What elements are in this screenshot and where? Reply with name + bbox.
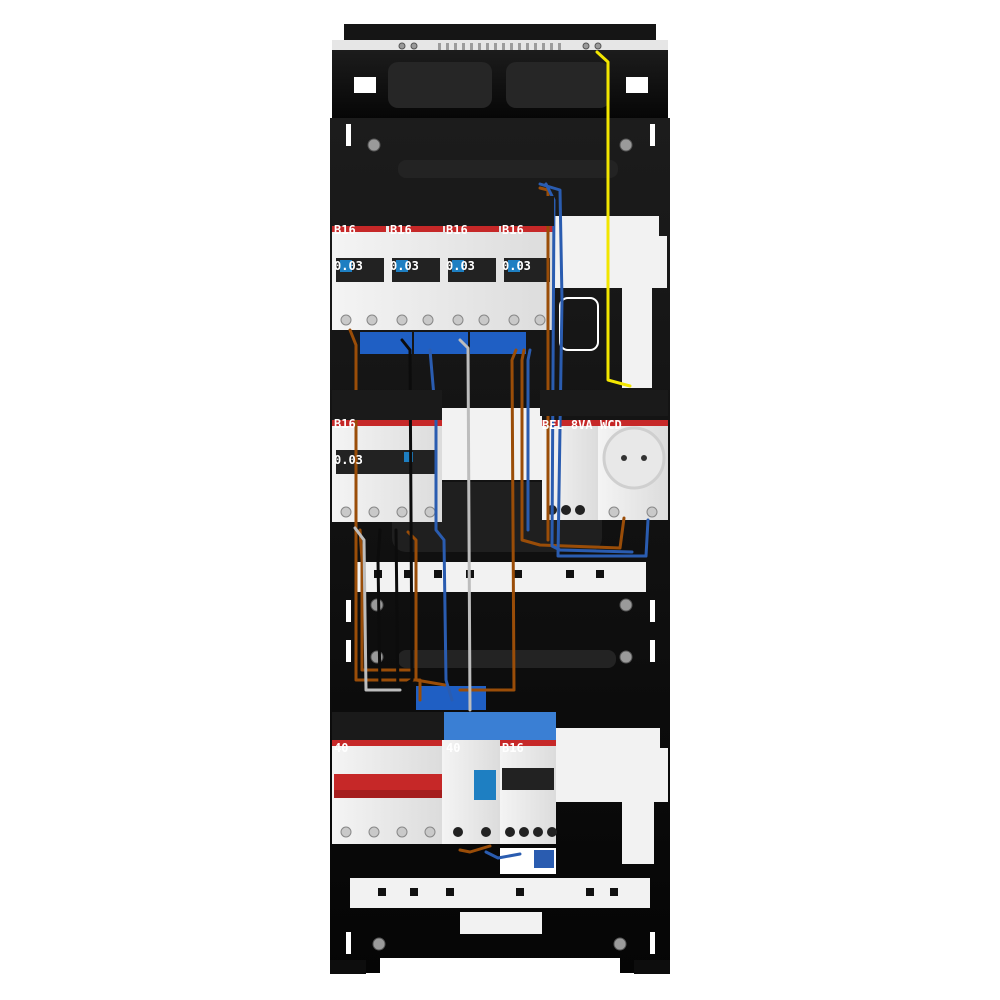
row3-label-1-line1: 40 (334, 741, 349, 755)
row1-label-1-line2: 0.03 (334, 259, 363, 273)
row1-label-1: B16 0.03 (334, 200, 363, 284)
label-strips (332, 196, 668, 740)
vent-grille (438, 43, 561, 50)
row1-label-2: B16 0.03 (390, 200, 419, 284)
row2-label-2: BEL 8VA (542, 395, 593, 443)
row3-label-2: 40 (446, 718, 460, 766)
wiring (348, 50, 650, 860)
row3-label-3: B16 (502, 718, 524, 766)
row1-label-3-line2: 0.03 (446, 259, 475, 273)
row3-label-2-line1: 40 (446, 741, 461, 755)
row2-label-1-line1: B16 (334, 417, 356, 431)
row3-modules (332, 740, 557, 874)
row1-label-2-line2: 0.03 (390, 259, 419, 273)
row2-label-3-line1: WCD (600, 418, 622, 432)
row2-label-2-line1: BEL 8VA (542, 418, 593, 432)
row1-modules (332, 226, 553, 330)
row2-label-1-line2: 0.03 (334, 453, 363, 467)
row1-label-3-line1: B16 (446, 223, 468, 237)
earth-wire (595, 50, 632, 388)
row1-label-4-line1: B16 (502, 223, 524, 237)
row1-label-3: B16 0.03 (446, 200, 475, 284)
row1-label-1-line1: B16 (334, 223, 356, 237)
row1-label-2-line1: B16 (390, 223, 412, 237)
row1-label-4-line2: 0.03 (502, 259, 531, 273)
row3-label-1: 40 (334, 718, 348, 766)
din-rails (350, 216, 668, 934)
row3-label-3-line1: B16 (502, 741, 524, 755)
row2-label-1: B16 0.03 (334, 394, 363, 478)
screws (367, 42, 633, 951)
row2-modules (332, 420, 668, 522)
row2-label-3: WCD (600, 395, 622, 443)
row1-label-4: B16 0.03 (502, 200, 531, 284)
